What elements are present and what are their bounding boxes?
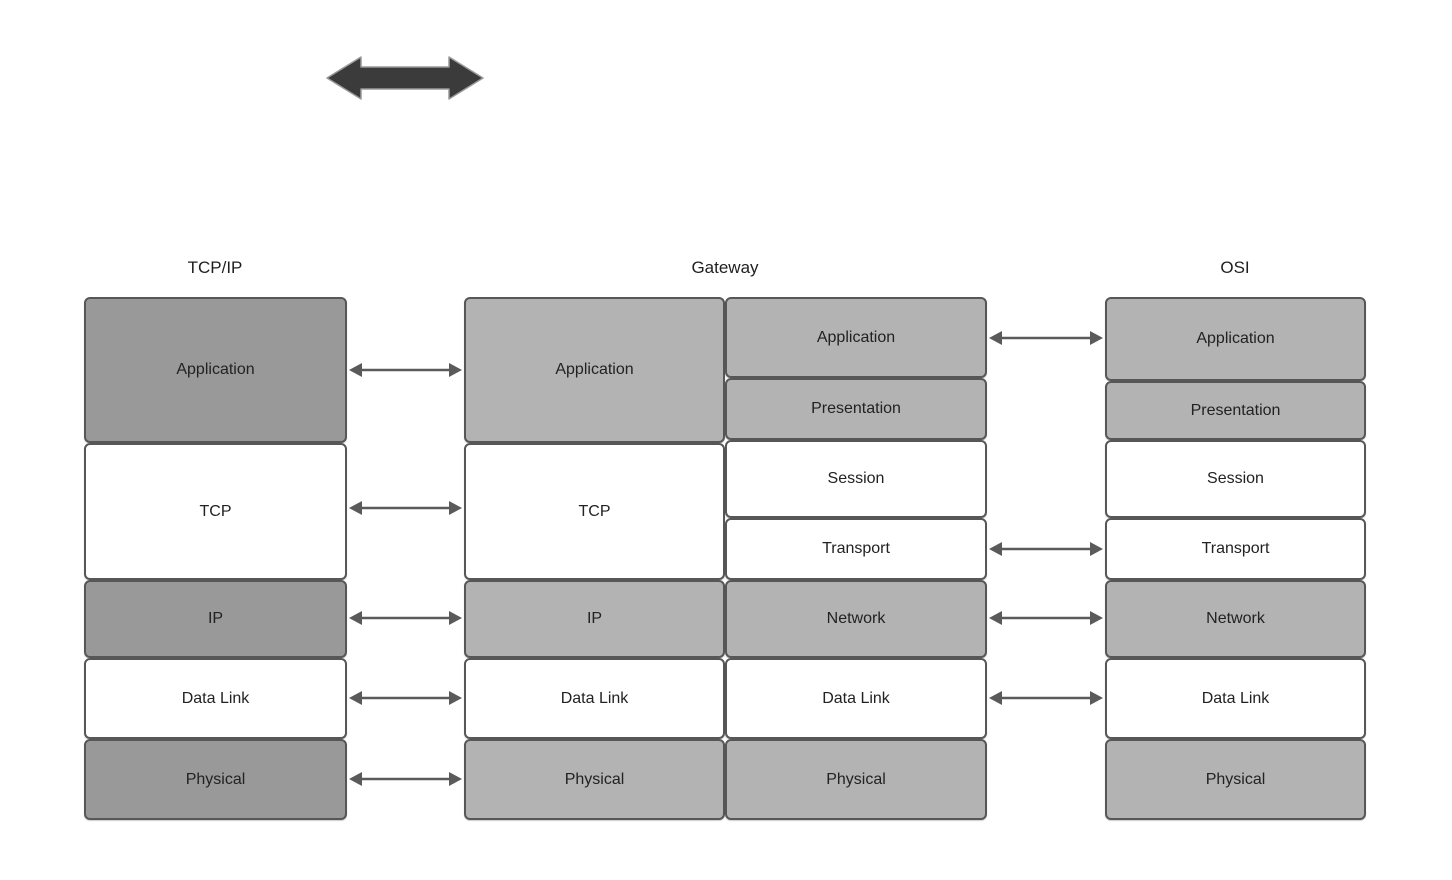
layer-box-osi-physical[interactable]: Physical xyxy=(1105,739,1366,820)
layer-box-gateway-right-network[interactable]: Network xyxy=(725,580,987,658)
column-title-gateway: Gateway xyxy=(691,258,759,277)
layer-box-osi-presentation[interactable]: Presentation xyxy=(1105,381,1366,440)
layer-label: Physical xyxy=(1205,770,1266,788)
layer-box-osi-transport[interactable]: Transport xyxy=(1105,518,1366,580)
layer-box-gateway-right-transport[interactable]: Transport xyxy=(725,518,987,580)
layer-label: Data Link xyxy=(822,689,890,707)
layer-label: Session xyxy=(827,470,885,487)
layer-label: Application xyxy=(176,361,255,378)
layer-label: Data Link xyxy=(560,689,629,707)
layer-box-tcpip-physical[interactable]: Physical xyxy=(84,739,347,820)
layer-box-tcpip-application[interactable]: Application xyxy=(84,297,347,443)
connector-arrow-left-ip xyxy=(349,611,462,625)
layer-box-gateway-right-physical[interactable]: Physical xyxy=(725,739,987,820)
layer-box-gateway-right-data-link[interactable]: Data Link xyxy=(725,658,987,739)
layer-box-osi-session[interactable]: Session xyxy=(1105,440,1366,518)
connector-arrow-left-application xyxy=(349,363,462,377)
layer-box-osi-application[interactable]: Application xyxy=(1105,297,1366,381)
layer-box-gateway-left-physical[interactable]: Physical xyxy=(464,739,725,820)
layer-box-gateway-right-presentation[interactable]: Presentation xyxy=(725,378,987,440)
layer-label: IP xyxy=(207,610,224,627)
layer-box-osi-network[interactable]: Network xyxy=(1105,580,1366,658)
layer-label: Transport xyxy=(1201,540,1270,557)
connector-arrow-left-tcp xyxy=(349,501,462,515)
layer-box-tcpip-ip[interactable]: IP xyxy=(84,580,347,658)
layer-label: IP xyxy=(586,610,603,627)
connector-arrow-right-application xyxy=(989,331,1103,345)
layer-label: Presentation xyxy=(811,400,901,417)
layer-box-gateway-left-data-link[interactable]: Data Link xyxy=(464,658,725,739)
layer-label: Application xyxy=(1196,330,1275,347)
layer-box-gateway-left-application[interactable]: Application xyxy=(464,297,725,443)
layer-box-tcpip-data-link[interactable]: Data Link xyxy=(84,658,347,739)
layer-box-gateway-right-application[interactable]: Application xyxy=(725,297,987,378)
layer-label: Physical xyxy=(185,770,246,788)
layer-label: Application xyxy=(816,328,896,346)
connector-arrow-left-physical xyxy=(349,772,462,786)
layer-label: Physical xyxy=(564,770,625,788)
layer-label: Presentation xyxy=(1190,401,1281,419)
layer-box-gateway-right-session[interactable]: Session xyxy=(725,440,987,518)
connector-arrow-right-data-link xyxy=(989,691,1103,705)
layer-label: Network xyxy=(826,610,886,627)
layer-box-tcpip-tcp[interactable]: TCP xyxy=(84,443,347,580)
top-double-arrow xyxy=(326,56,484,100)
layer-label: Data Link xyxy=(1201,689,1270,707)
connector-arrow-right-network xyxy=(989,611,1103,625)
layer-box-osi-data-link[interactable]: Data Link xyxy=(1105,658,1366,739)
layer-label: Application xyxy=(555,361,634,378)
layer-box-gateway-left-tcp[interactable]: TCP xyxy=(464,443,725,580)
layer-label: Network xyxy=(1206,610,1265,627)
layer-label: Data Link xyxy=(181,689,250,707)
column-title-tcpip: TCP/IP xyxy=(187,258,243,277)
column-title-osi: OSI xyxy=(1220,258,1250,277)
layer-label: TCP xyxy=(199,502,232,520)
connector-arrow-left-data-link xyxy=(349,691,462,705)
layer-box-gateway-left-ip[interactable]: IP xyxy=(464,580,725,658)
layer-label: Physical xyxy=(826,770,886,788)
layer-label: TCP xyxy=(578,502,611,520)
connector-arrow-right-transport xyxy=(989,542,1103,556)
layer-label: Session xyxy=(1207,470,1264,487)
layer-label: Transport xyxy=(822,540,890,557)
